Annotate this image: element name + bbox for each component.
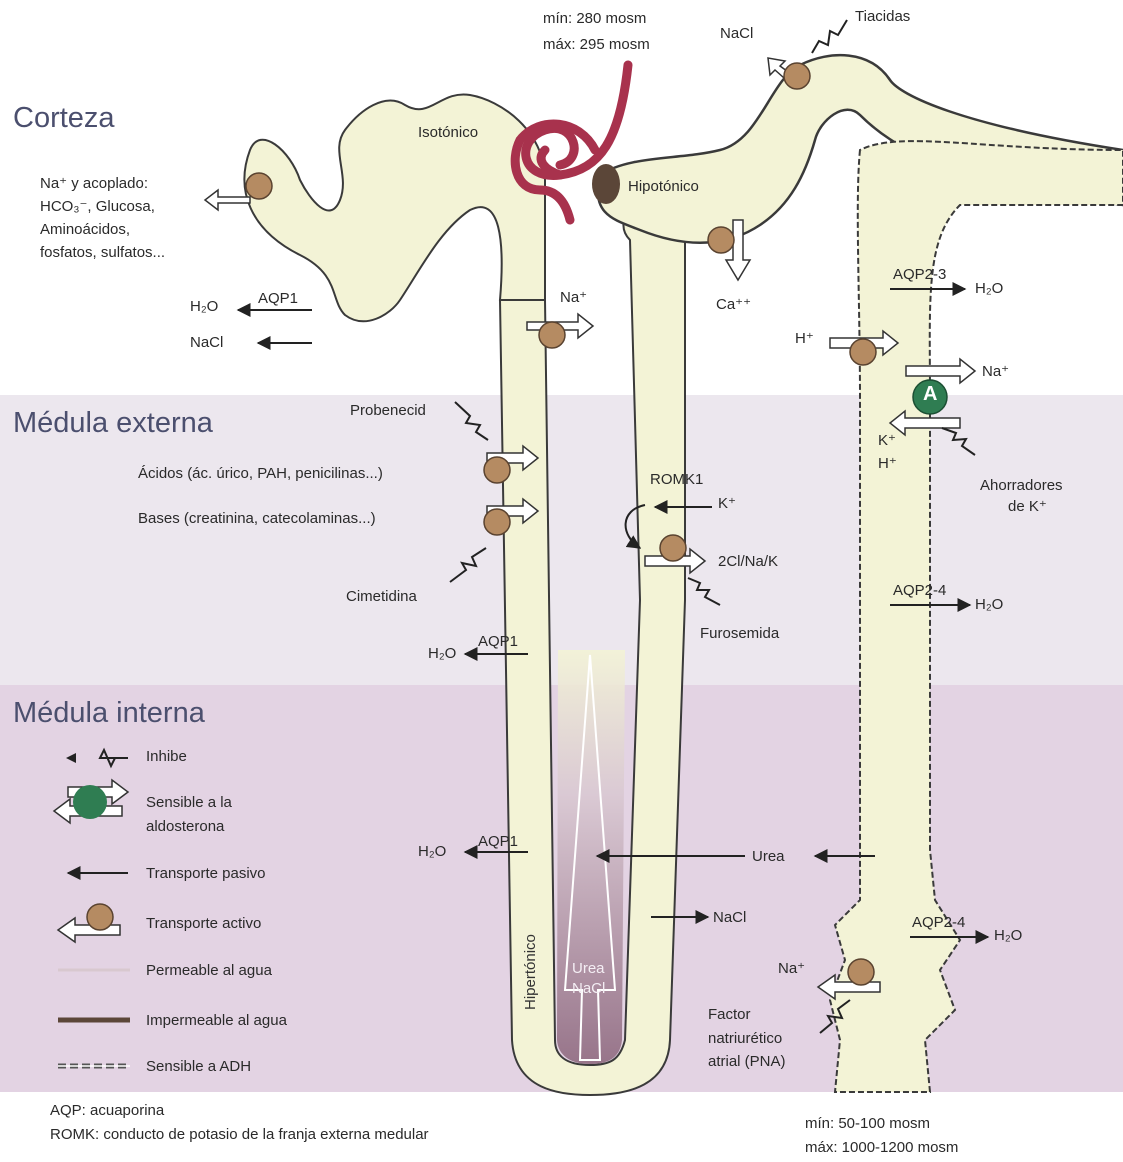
osmolarity-bottom-min: mín: 50-100 mosm [805,1115,930,1132]
k-sparing-label-1: Ahorradores [980,477,1063,494]
transporter-bases [484,509,510,535]
aqp2-4b-label: AQP2-4 [912,914,965,931]
transporter-cotransport [660,535,686,561]
transporter-proximal [246,173,272,199]
aqp2-4a-label: AQP2-4 [893,582,946,599]
aldosterone-badge-letter: A [923,386,937,403]
legend-passive-label: Transporte pasivo [146,865,266,882]
legend-adh-label: Sensible a ADH [146,1058,251,1075]
probenecid-label: Probenecid [350,402,426,419]
loop-nacl-label: NaCl [572,980,605,997]
legend-active-label: Transporte activo [146,915,261,932]
proximal-aqp1-label: AQP1 [258,290,298,307]
anp-label-3: atrial (PNA) [708,1053,786,1070]
proximal-nacl-label: NaCl [190,334,223,351]
anp-label-1: Factor [708,1006,751,1023]
transporter-acids [484,457,510,483]
inhibit-furosemide [688,578,720,605]
romk-label: ROMK1 [650,471,703,488]
proximal-tubule [244,94,545,321]
legend-aldosterone-label-1: Sensible a la [146,794,232,811]
collecting-h2o-2: H₂O [975,596,1003,613]
proximal-reabsorbed-1: Na⁺ y acoplado: [40,175,148,192]
macula-densa [592,164,620,204]
transporter-na-out [848,959,874,985]
osmolarity-top-max: máx: 295 mosm [543,36,650,53]
proximal-na-label: Na⁺ [560,289,587,306]
descending-aqp1-b: AQP1 [478,833,518,850]
distal-nacl-label: NaCl [720,25,753,42]
thiazides-label: Tiacidas [855,8,910,25]
osmolarity-top-min: mín: 280 mosm [543,10,646,27]
acids-label: Ácidos (ác. úrico, PAH, penicilinas...) [138,465,383,482]
collecting-h-label: H⁺ [795,330,814,347]
descending-h2o-a: H₂O [428,645,456,662]
ascending-nacl-label: NaCl [713,909,746,926]
hypotonic-label: Hipotónico [628,178,699,195]
inhibit-k-sparing [942,428,975,455]
urea-label: Urea [752,848,785,865]
legend-impermeable-label: Impermeable al agua [146,1012,287,1029]
aqp2-3-label: AQP2-3 [893,266,946,283]
romk-k-label: K⁺ [718,495,736,512]
inhibit-thiazides [812,20,847,53]
zone-cortex-label: Corteza [13,102,115,135]
footnote-romk: ROMK: conducto de potasio de la franja e… [50,1126,429,1143]
loop-urea-label: Urea [572,960,605,977]
bases-label: Bases (creatinina, catecolaminas...) [138,510,376,527]
collecting-h2o-3: H₂O [994,927,1022,944]
zone-inner-medulla-label: Médula interna [13,697,205,730]
proximal-reabsorbed-4: fosfatos, sulfatos... [40,244,165,261]
distal-ca-label: Ca⁺⁺ [716,296,751,313]
transporter-h [850,339,876,365]
collecting-na-label: Na⁺ [982,363,1009,380]
legend-aldosterone-label-2: aldosterona [146,818,224,835]
footnote-aqp: AQP: acuaporina [50,1102,164,1119]
legend-symbols [54,750,130,1066]
inhibit-probenecid [455,402,488,440]
inhibit-cimetidine [450,548,486,582]
transporter-na [539,322,565,348]
collecting-h2o-1: H₂O [975,280,1003,297]
legend-inhibit-icon [100,750,128,766]
cotransport-label: 2Cl/Na/K [718,553,778,570]
proximal-reabsorbed-3: Aminoácidos, [40,221,130,238]
furosemide-label: Furosemida [700,625,779,642]
zone-outer-medulla-label: Médula externa [13,407,213,440]
descending-aqp1-a: AQP1 [478,633,518,650]
hypertonic-label: Hipertónico [522,934,539,1010]
transporter-distal [784,63,810,89]
isotonic-label: Isotónico [418,124,478,141]
proximal-reabsorbed-2: HCO₃⁻, Glucosa, [40,198,155,215]
cimetidine-label: Cimetidina [346,588,417,605]
k-sparing-label-2: de K⁺ [1008,498,1047,515]
collecting-na-out-label: Na⁺ [778,960,805,977]
descending-h2o-b: H₂O [418,843,446,860]
proximal-h2o-label: H₂O [190,298,218,315]
collecting-k-label: K⁺ [878,432,896,449]
anp-label-2: natriurético [708,1030,782,1047]
hollow-arrow-proximal-left [205,190,250,210]
legend-inhibit-label: Inhibe [146,748,187,765]
transporter-ca [708,227,734,253]
collecting-h2-label: H⁺ [878,455,897,472]
legend-permeable-label: Permeable al agua [146,962,272,979]
osmolarity-bottom-max: máx: 1000-1200 mosm [805,1139,958,1156]
